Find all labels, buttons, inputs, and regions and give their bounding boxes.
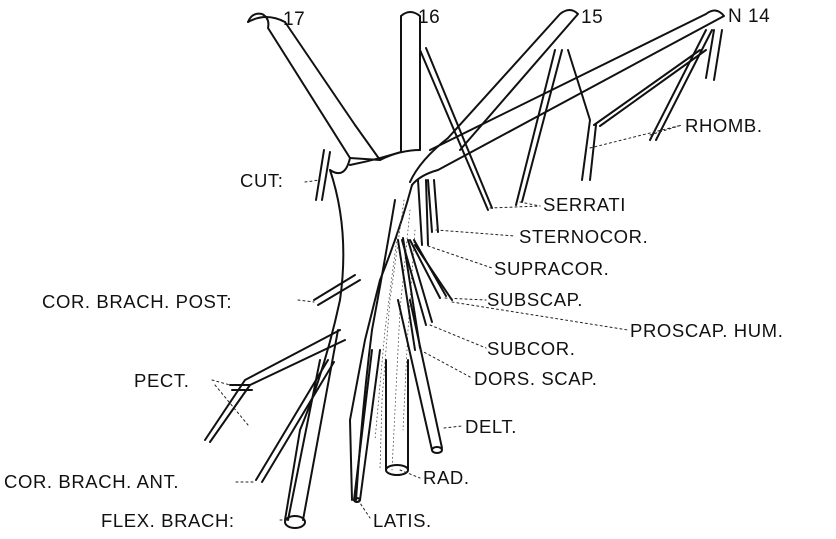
fiber-bundle-left xyxy=(356,200,395,500)
subscap-label: SUBSCAP. xyxy=(487,291,583,310)
rad-end xyxy=(386,465,408,475)
pect-label: PECT. xyxy=(134,372,189,391)
sternocor-nerve xyxy=(428,180,438,232)
supracor-label: SUPRACOR. xyxy=(494,260,609,279)
latis-label: LATIS. xyxy=(373,512,432,531)
delt-label: DELT. xyxy=(465,418,517,437)
nerve-14-root xyxy=(430,10,724,170)
delt-nerve xyxy=(398,300,442,450)
dors-scap-label: DORS. SCAP. xyxy=(474,370,597,389)
flex-brach-label: FLEX. BRACH: xyxy=(101,512,235,531)
nerve-16-label: 16 xyxy=(418,8,440,27)
nerve-16-root xyxy=(401,12,420,152)
proscap-hum-label: PROSCAP. HUM. xyxy=(630,322,783,341)
plexus-body xyxy=(330,138,448,185)
cor-brach-post-label: COR. BRACH. POST: xyxy=(42,293,232,312)
rad-nerve xyxy=(386,360,408,470)
sternocor-label: STERNOCOR. xyxy=(519,228,648,247)
rhomb-label: RHOMB. xyxy=(685,117,763,136)
flex-brach-end xyxy=(285,516,305,528)
subcor-label: SUBCOR. xyxy=(487,340,576,359)
rad-label: RAD. xyxy=(423,469,470,488)
cut-nerve xyxy=(316,150,330,200)
proscap-nerve xyxy=(415,245,452,300)
pect-nerve xyxy=(205,330,345,442)
nerve-17-root xyxy=(248,14,380,160)
supracor-nerve xyxy=(418,180,428,245)
cut-label: CUT: xyxy=(240,172,284,191)
cor-brach-ant-label: COR. BRACH. ANT. xyxy=(4,473,179,492)
nerve-15-label: 15 xyxy=(581,8,603,27)
cor-brach-post-nerve xyxy=(314,275,360,305)
nerve-17-label: 17 xyxy=(283,10,305,29)
serrati-label: SERRATI xyxy=(543,196,626,215)
delt-end xyxy=(432,447,442,453)
serrati-branch-2 xyxy=(516,50,562,205)
nerve-14-label: N 14 xyxy=(728,7,770,26)
